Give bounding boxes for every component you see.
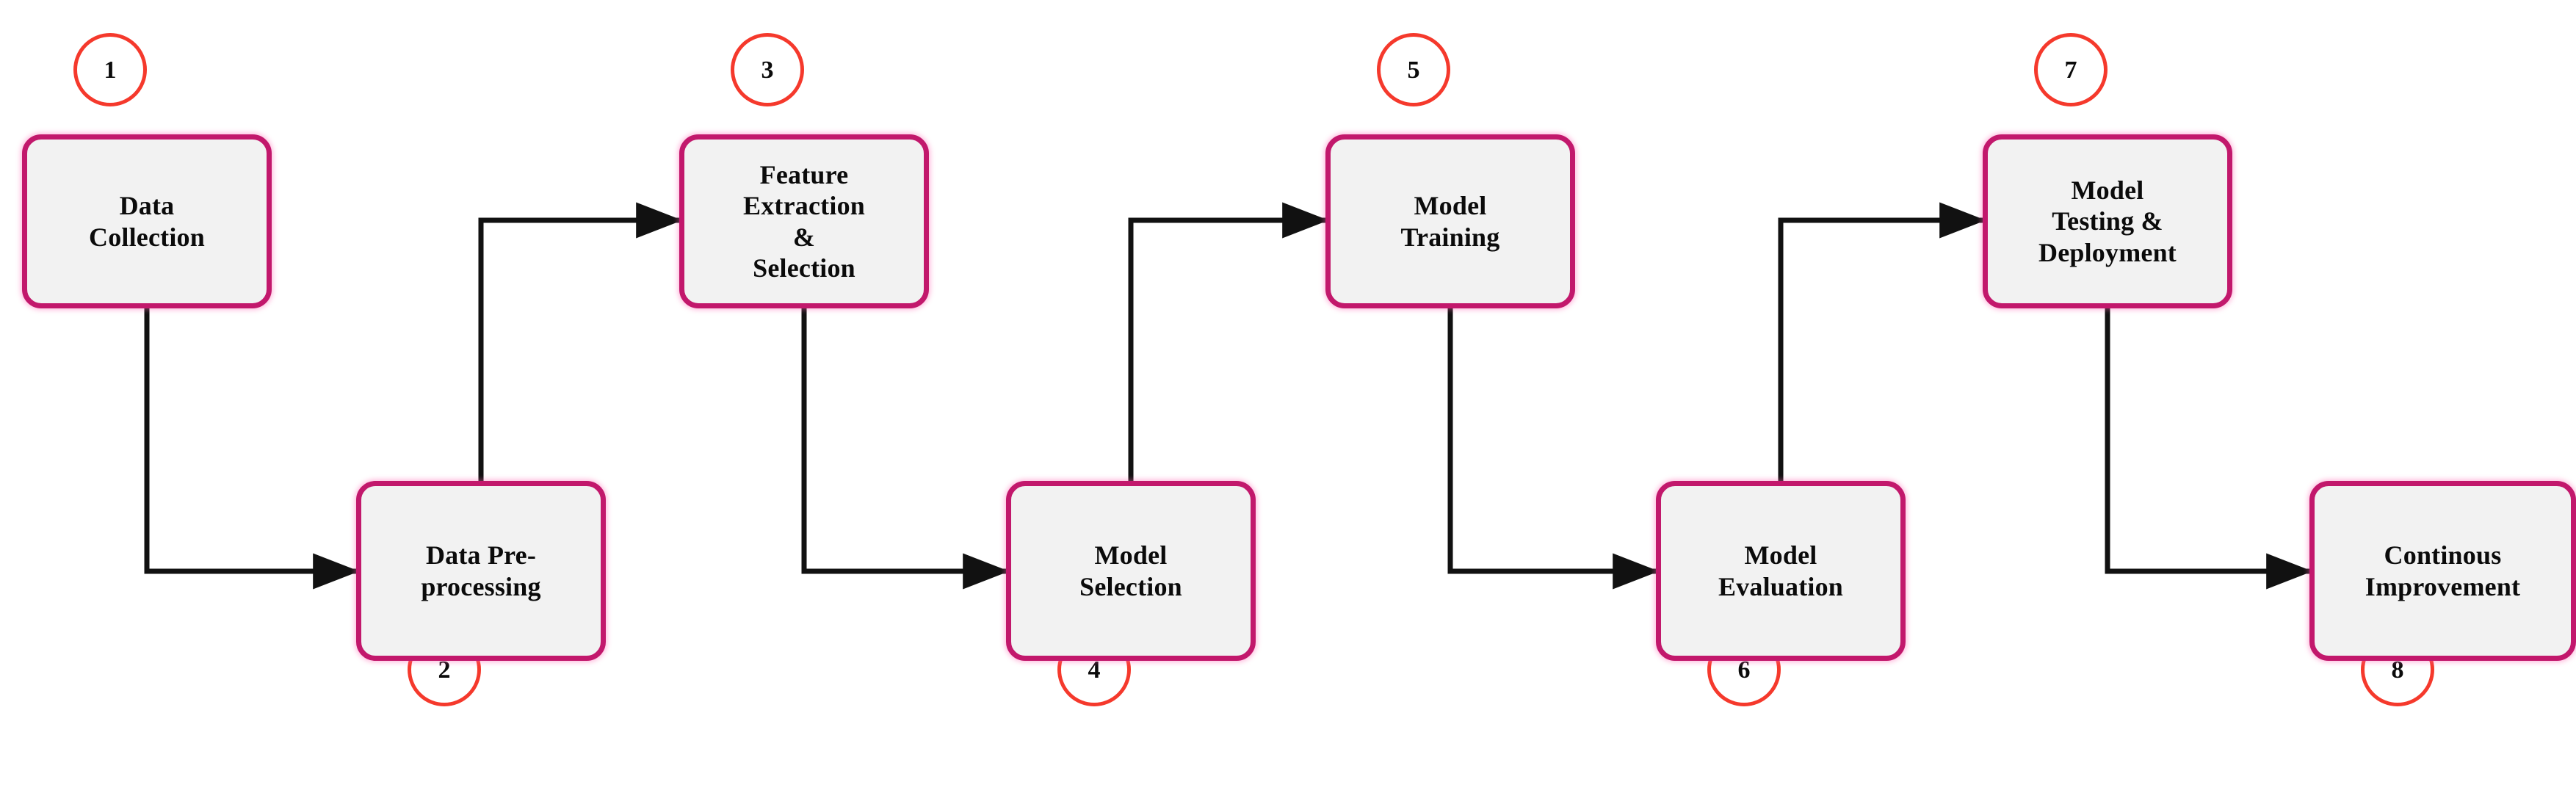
step-badge-1: 1 <box>73 33 147 106</box>
connector-model-selection-to-model-training <box>1128 202 1329 481</box>
node-label: Model Training <box>1400 191 1500 252</box>
node-data-collection[interactable]: Data Collection <box>22 134 272 308</box>
node-label: Continous Improvement <box>2365 540 2521 601</box>
step-number: 3 <box>761 57 774 84</box>
connector-model-testing-to-continuous-improvement <box>2105 308 2313 590</box>
node-label: Model Evaluation <box>1718 540 1844 601</box>
node-continuous-improvement[interactable]: Continous Improvement <box>2309 481 2576 661</box>
connector-model-training-to-model-evaluation <box>1447 308 1660 590</box>
step-number: 7 <box>2064 57 2077 84</box>
step-number: 5 <box>1407 57 1420 84</box>
node-label: Data Pre- processing <box>421 540 541 601</box>
connector-data-collection-to-data-preprocessing <box>144 308 360 590</box>
node-model-evaluation[interactable]: Model Evaluation <box>1656 481 1906 661</box>
node-model-selection[interactable]: Model Selection <box>1006 481 1256 661</box>
node-label: Data Collection <box>89 191 205 252</box>
step-number: 8 <box>2391 656 2404 684</box>
node-label: Feature Extraction & Selection <box>743 159 865 283</box>
step-number: 6 <box>1737 656 1751 684</box>
step-number: 1 <box>104 57 117 84</box>
node-feature-extraction[interactable]: Feature Extraction & Selection <box>679 134 929 308</box>
node-model-testing[interactable]: Model Testing & Deployment <box>1983 134 2232 308</box>
node-model-training[interactable]: Model Training <box>1325 134 1575 308</box>
node-data-preprocessing[interactable]: Data Pre- processing <box>356 481 606 661</box>
step-badge-3: 3 <box>731 33 804 106</box>
step-badge-5: 5 <box>1377 33 1450 106</box>
connector-model-evaluation-to-model-testing <box>1778 202 1986 481</box>
connector-feature-extraction-to-model-selection <box>801 308 1010 590</box>
step-number: 4 <box>1088 656 1101 684</box>
node-label: Model Selection <box>1079 540 1182 601</box>
step-badge-7: 7 <box>2034 33 2108 106</box>
connector-data-preprocessing-to-feature-extraction <box>478 202 683 481</box>
step-number: 2 <box>438 656 451 684</box>
node-label: Model Testing & Deployment <box>2038 175 2177 267</box>
